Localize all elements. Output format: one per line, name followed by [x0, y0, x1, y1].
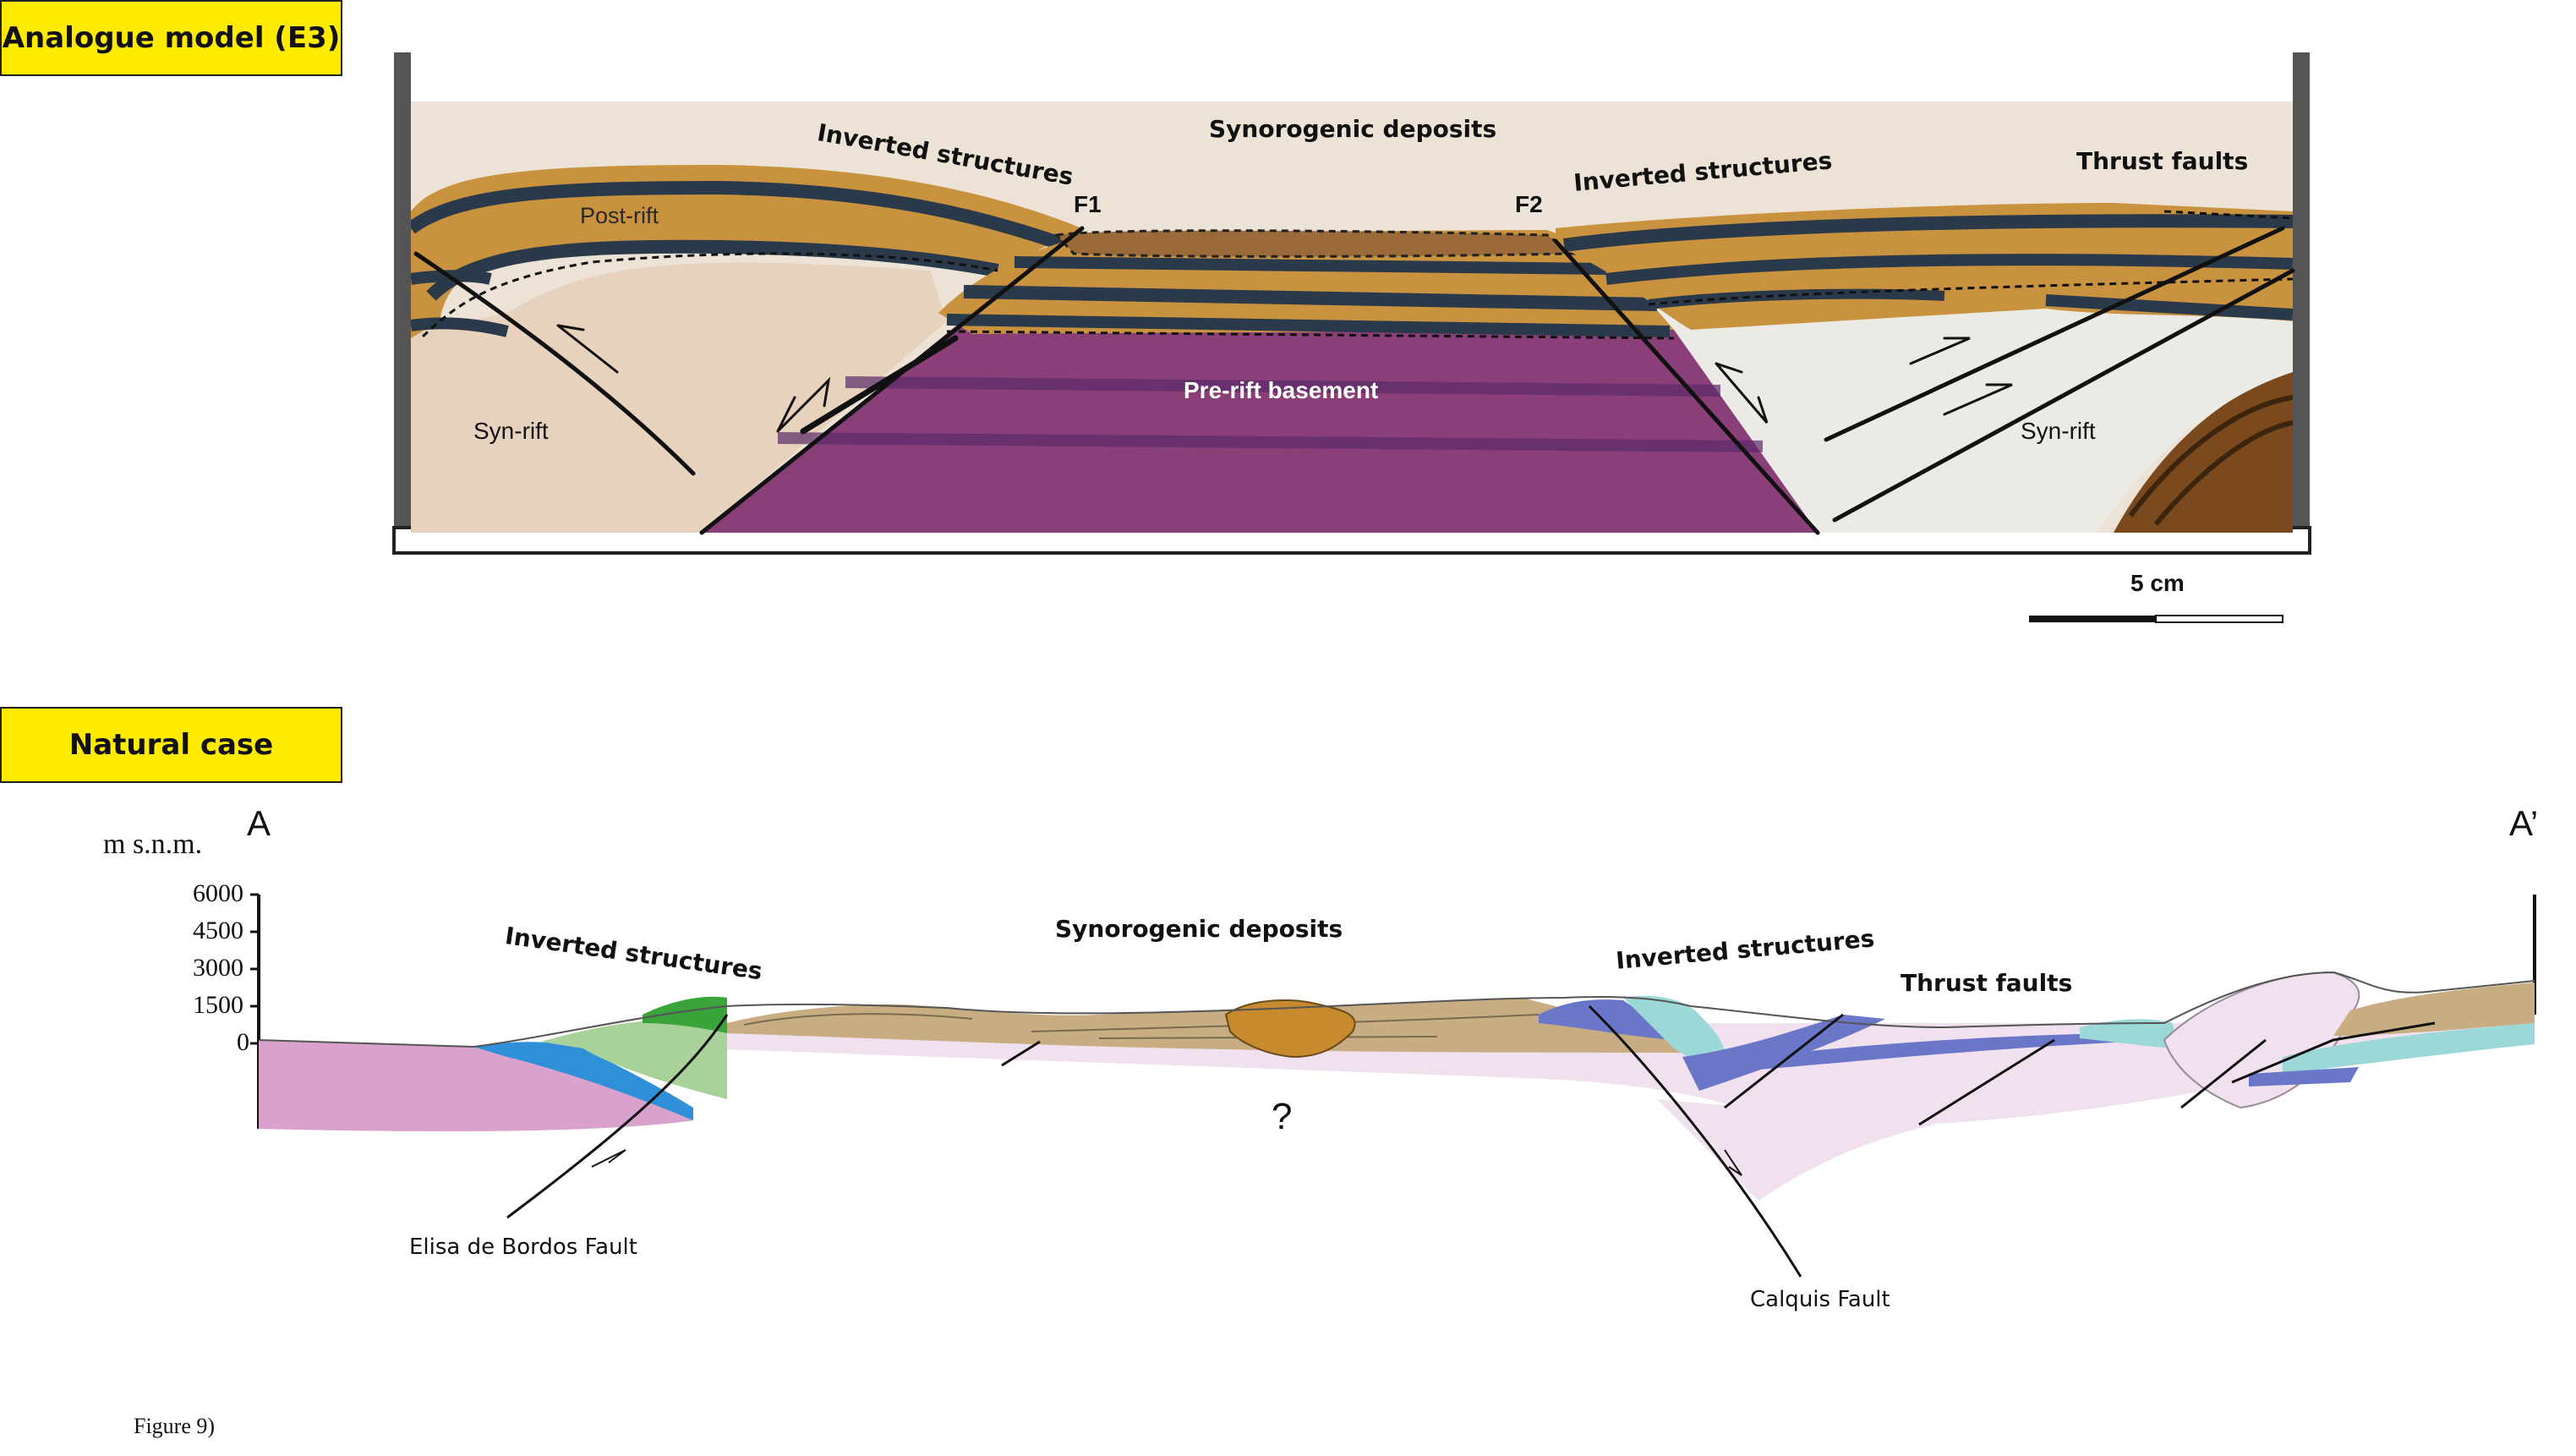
- light-green-stratum: [541, 1020, 727, 1099]
- y-tick-6000: 6000: [193, 879, 243, 907]
- fault-f1: [699, 226, 1085, 535]
- y-tick-1500: 1500: [193, 991, 243, 1019]
- syn-rift-left-body: [411, 262, 947, 533]
- middle-dark-stripe-3: [1014, 256, 1607, 275]
- indigo-stratum-3: [1758, 1033, 2130, 1070]
- y-tick-3000: 3000: [193, 954, 243, 982]
- calquis-fault-label: Calquis Fault: [1750, 1287, 1890, 1312]
- small-fault-1: [1001, 1040, 1041, 1067]
- thrust-natural-2: [1918, 1038, 2055, 1126]
- post-rift-boundary-right: [1648, 277, 2293, 306]
- lower-pale-pink: [1657, 1099, 1936, 1201]
- natural-case-label: Natural case: [0, 707, 342, 783]
- left-dark-stripe-3: [411, 270, 492, 285]
- basement-stripe-2: [777, 432, 1764, 452]
- y-axis-ticks: [250, 893, 259, 1045]
- tan-right: [2333, 983, 2535, 1036]
- analogue-model: [392, 52, 2311, 623]
- analogue-synorogenic-label: Synorogenic deposits: [1209, 115, 1497, 143]
- thrust-fault-2: [1832, 268, 2295, 523]
- scale-bar-label: 5 cm: [2130, 570, 2185, 596]
- left-dark-stripe-1: [411, 180, 1068, 252]
- green-stratum: [643, 996, 727, 1033]
- syn-rift-right-label: Syn-rift: [2021, 418, 2096, 444]
- teal-stratum-2: [2080, 1019, 2177, 1048]
- analogue-faults: [413, 226, 2295, 535]
- thrust-natural-4: [2231, 1021, 2436, 1084]
- analogue-model-label: Analogue model (E3): [0, 0, 342, 76]
- natural-faults: [506, 1004, 2436, 1278]
- indigo-stratum-2: [1682, 1015, 1885, 1091]
- basement-top-boundary: [946, 330, 1675, 340]
- endpoint-a: A: [247, 803, 271, 843]
- post-rift-label: Post-rift: [580, 203, 659, 228]
- orange-body: [1224, 999, 1356, 1059]
- natural-synorogenic-label: Synorogenic deposits: [1055, 915, 1343, 943]
- arrow-f1-up: [776, 376, 831, 433]
- slip-arrow-right: [1724, 1149, 1742, 1176]
- right-dark-stripe-1: [1562, 214, 2293, 252]
- analogue-thrust-label: Thrust faults: [2076, 147, 2249, 175]
- fault-left-normal: [413, 251, 696, 476]
- y-tick-4500: 4500: [193, 917, 243, 944]
- pre-rift-basement-label: Pre-rift basement: [1184, 377, 1379, 403]
- unknown-marker: ?: [1272, 1096, 1293, 1137]
- f2-label: F2: [1515, 191, 1543, 217]
- y-tick-0: 0: [237, 1028, 249, 1056]
- fault-f2: [1553, 238, 1820, 535]
- thrust-natural-3: [2180, 1038, 2267, 1109]
- basement-pale-pink: [702, 1023, 2535, 1127]
- right-top-dashed: [2163, 210, 2293, 220]
- post-rift-boundary-left: [421, 252, 998, 338]
- fault-f1-splay: [800, 335, 959, 435]
- arrow-thrust-2: [1943, 383, 2013, 416]
- pink-basement-left: [259, 1040, 693, 1131]
- arrow-thrust-1: [1909, 337, 1971, 365]
- figure-caption: Figure 9): [134, 1414, 216, 1438]
- basement-stripe-1: [845, 376, 1721, 397]
- topography: [258, 971, 2535, 1048]
- middle-dark-stripe-1: [963, 285, 1658, 311]
- natural-thrust-label: Thrust faults: [1901, 969, 2073, 997]
- syn-rift-left-label: Syn-rift: [473, 418, 549, 444]
- f1-label: F1: [1074, 191, 1102, 217]
- natural-cross-section: [250, 893, 2536, 1278]
- slip-arrow-left: [591, 1149, 626, 1168]
- thrust-natural-1: [1724, 1013, 1844, 1109]
- synorogenic-wedge: [1054, 229, 1577, 258]
- elisa-de-bordos-fault: [506, 1014, 729, 1219]
- teal-stratum-3: [2283, 1023, 2535, 1074]
- elisa-de-bordos-fault-label: Elisa de Bordos Fault: [409, 1234, 637, 1260]
- indigo-stratum-4: [2249, 1067, 2359, 1087]
- calquis-fault: [1588, 1004, 1802, 1278]
- sandbox-wall-left: [394, 52, 411, 533]
- tan-synorogenic: [727, 998, 1682, 1053]
- middle-dark-stripe-2: [946, 314, 1671, 337]
- right-dark-stripe-2: [1605, 254, 2293, 285]
- right-dark-stripe-3: [2045, 294, 2293, 320]
- right-brown-stripe: [2128, 395, 2293, 517]
- left-dark-stripe-4: [411, 317, 509, 337]
- scale-bar: [2029, 615, 2283, 623]
- tan-internal-line-1: [743, 1013, 973, 1026]
- thrust-fault-1: [1824, 226, 2285, 442]
- sandbox-wall-right: [2293, 52, 2310, 533]
- pre-rift-basement: [702, 313, 1818, 533]
- y-axis-unit-label: m s.n.m.: [103, 829, 203, 860]
- arrow-left-slip: [556, 324, 619, 374]
- blue-stratum-left: [473, 1042, 693, 1120]
- syn-rift-right-body: [1649, 262, 2293, 533]
- indigo-stratum-1: [1539, 999, 1674, 1040]
- right-brown-stripe-2: [2153, 420, 2293, 526]
- endpoint-a-prime: A’: [2509, 803, 2539, 843]
- arrow-f2: [1715, 362, 1769, 424]
